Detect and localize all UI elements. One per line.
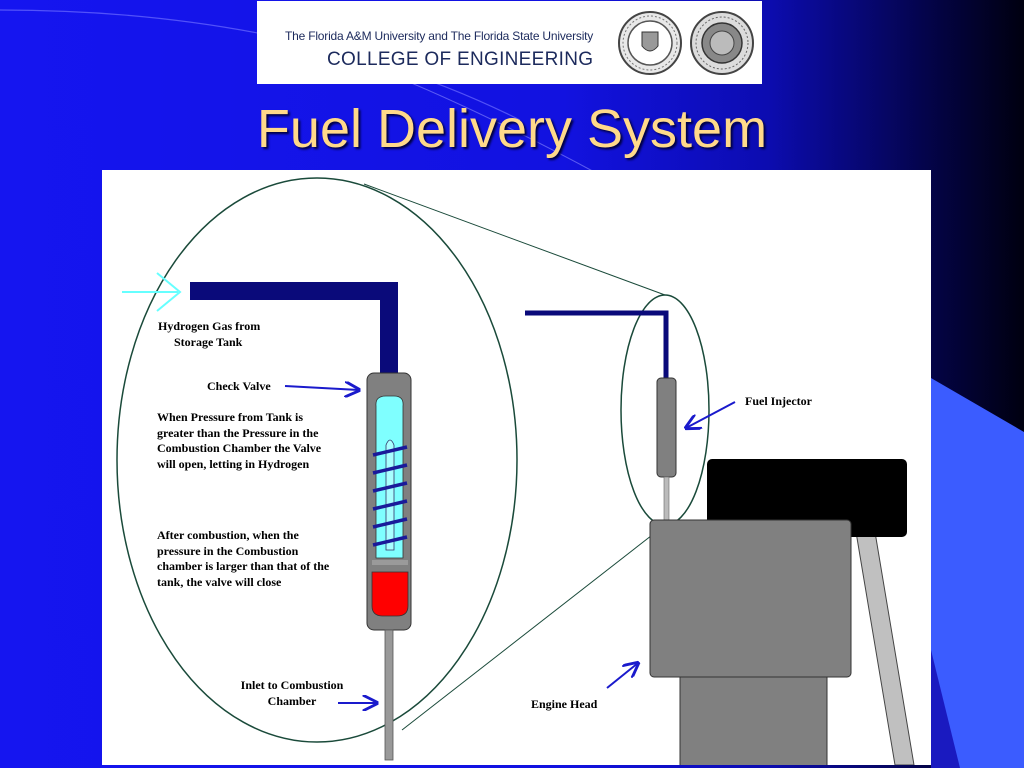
check-valve-label: Check Valve: [207, 379, 271, 393]
slide-title: Fuel Delivery System: [256, 99, 768, 159]
inlet-label: Inlet to Combustion Chamber: [240, 678, 344, 708]
logo-college-text: COLLEGE OF ENGINEERING: [327, 49, 594, 70]
fuel-delivery-diagram: Hydrogen Gas from Storage Tank Check Val…: [102, 170, 931, 765]
engine-block-lower: [679, 669, 828, 765]
check-valve-seat: [372, 560, 408, 565]
hydrogen-gas-label: Hydrogen Gas from Storage Tank: [158, 319, 261, 349]
engine-head: [649, 519, 852, 678]
logo-universities-text: The Florida A&M University and The Flori…: [285, 29, 594, 43]
zoom-line-bottom: [401, 524, 666, 731]
fuel-injector-arrow: [686, 401, 736, 428]
injector-tip: [663, 476, 670, 523]
combustion-inlet-tube: [384, 629, 394, 761]
valve-open-description: When Pressure from Tank is greater than …: [157, 410, 322, 471]
engine-head-label: Engine Head: [531, 697, 598, 711]
zoom-line-top: [363, 183, 666, 296]
engine-cover: [707, 459, 907, 537]
valve-close-description: After combustion, when the pressure in t…: [157, 528, 330, 589]
diagram-drawing: [116, 177, 915, 765]
fuel-injector-label: Fuel Injector: [745, 394, 812, 408]
fsu-seal-icon: [690, 11, 754, 75]
fuel-injector: [656, 377, 677, 478]
check-valve-spring: [372, 445, 408, 547]
check-valve-arrow: [284, 386, 359, 390]
engine-head-arrow: [606, 663, 638, 689]
hydrogen-inflow-arrow: [122, 272, 182, 312]
check-valve-stem: [385, 439, 395, 551]
magnified-view-outline: [116, 177, 518, 743]
college-logo-banner: The Florida A&M University and The Flori…: [257, 1, 762, 84]
hydrogen-pipe: [190, 282, 398, 375]
fuel-line: [525, 310, 669, 380]
famu-seal-icon: [618, 11, 682, 75]
engine-rod: [855, 531, 915, 765]
check-valve-plug: [371, 571, 409, 617]
blue-corner-shape: [931, 378, 1024, 768]
